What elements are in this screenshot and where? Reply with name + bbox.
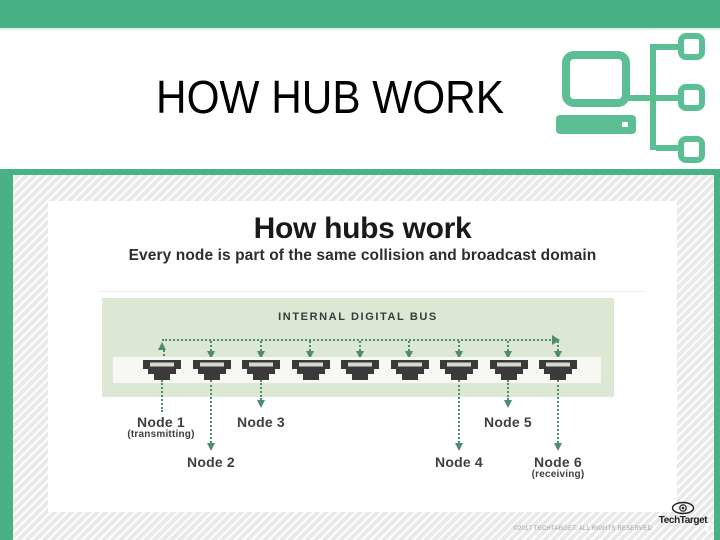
copyright-text: ©2017 TECHTARGET. ALL RIGHTS RESERVED xyxy=(513,526,652,532)
node-drop-line xyxy=(210,380,212,443)
monitor-icon xyxy=(562,51,630,107)
arrow-down-icon xyxy=(256,351,265,359)
watermark-letter: n xyxy=(705,519,715,536)
arrow-down-icon xyxy=(553,443,562,451)
arrow-down-icon xyxy=(405,351,413,359)
node-drop-line xyxy=(260,380,262,400)
arrow-down-icon xyxy=(553,351,562,359)
keyboard-icon xyxy=(556,115,636,134)
arrow-down-icon xyxy=(454,351,463,359)
rj45-port-icon xyxy=(489,360,528,380)
node-2-label: Node 2 xyxy=(187,454,235,470)
computer-network-logo-icon xyxy=(553,30,713,170)
connector-line xyxy=(557,341,559,351)
connector-line xyxy=(359,341,361,351)
eye-icon xyxy=(671,501,695,515)
node-drop-line xyxy=(161,380,163,412)
connector-line xyxy=(210,341,212,351)
network-node-icon xyxy=(678,84,705,111)
rj45-port-icon xyxy=(390,360,429,380)
keyboard-dot xyxy=(622,122,628,127)
logo-branch-line xyxy=(656,44,680,50)
infographic-subtitle: Every node is part of the same collision… xyxy=(128,247,597,264)
connector-line xyxy=(507,341,509,351)
rj45-port-icon xyxy=(440,360,478,380)
rj45-port-icon xyxy=(143,360,181,380)
rj45-port-icon xyxy=(341,360,379,380)
rj45-port-icon xyxy=(192,360,231,380)
arrow-down-icon xyxy=(206,443,215,451)
node-drop-line xyxy=(507,380,509,400)
node-drop-line xyxy=(458,380,460,443)
node-5-label: Node 5 xyxy=(484,414,532,430)
network-node-icon xyxy=(678,136,705,163)
rj45-port-icon xyxy=(539,360,577,380)
bus-label: INTERNAL DIGITAL BUS xyxy=(278,311,438,323)
top-accent-underline xyxy=(0,28,720,30)
connector-line xyxy=(309,341,311,351)
node-drop-line xyxy=(557,380,559,443)
rj45-port-icon xyxy=(242,360,280,380)
infographic-title: How hubs work xyxy=(253,212,472,245)
logo-trunk-line xyxy=(650,44,656,150)
techtarget-wordmark: TechTarget xyxy=(658,515,708,526)
arrow-right-icon xyxy=(552,335,560,345)
connector-line xyxy=(260,341,262,351)
node-1-label: Node 1 (transmitting) xyxy=(127,414,195,440)
logo-branch-line xyxy=(656,95,680,101)
divider-line xyxy=(100,291,645,292)
arrow-down-icon xyxy=(256,400,265,408)
infographic-card: How hubs work Every node is part of the … xyxy=(48,201,677,512)
bus-line xyxy=(162,339,554,341)
arrow-down-icon xyxy=(306,351,314,359)
node-3-label: Node 3 xyxy=(237,414,285,430)
rj45-port-icon xyxy=(291,360,330,380)
logo-connector-line xyxy=(628,95,654,101)
connector-line xyxy=(408,341,410,351)
arrow-down-icon xyxy=(206,351,215,359)
network-node-icon xyxy=(678,33,705,60)
arrow-down-icon xyxy=(355,351,364,359)
connector-line xyxy=(163,350,165,360)
connector-line xyxy=(458,341,460,351)
techtarget-logo: TechTarget xyxy=(656,501,710,526)
arrow-down-icon xyxy=(504,351,512,359)
hub-ports-row xyxy=(143,360,577,380)
node-6-label: Node 6 (receiving) xyxy=(531,454,585,480)
slide-title: HOW HUB WORK xyxy=(156,71,504,123)
arrow-down-icon xyxy=(503,400,512,408)
logo-branch-line xyxy=(656,145,680,151)
top-accent-bar xyxy=(0,0,720,28)
arrow-down-icon xyxy=(454,443,463,451)
arrow-up-icon xyxy=(158,342,166,350)
node-4-label: Node 4 xyxy=(435,454,483,470)
